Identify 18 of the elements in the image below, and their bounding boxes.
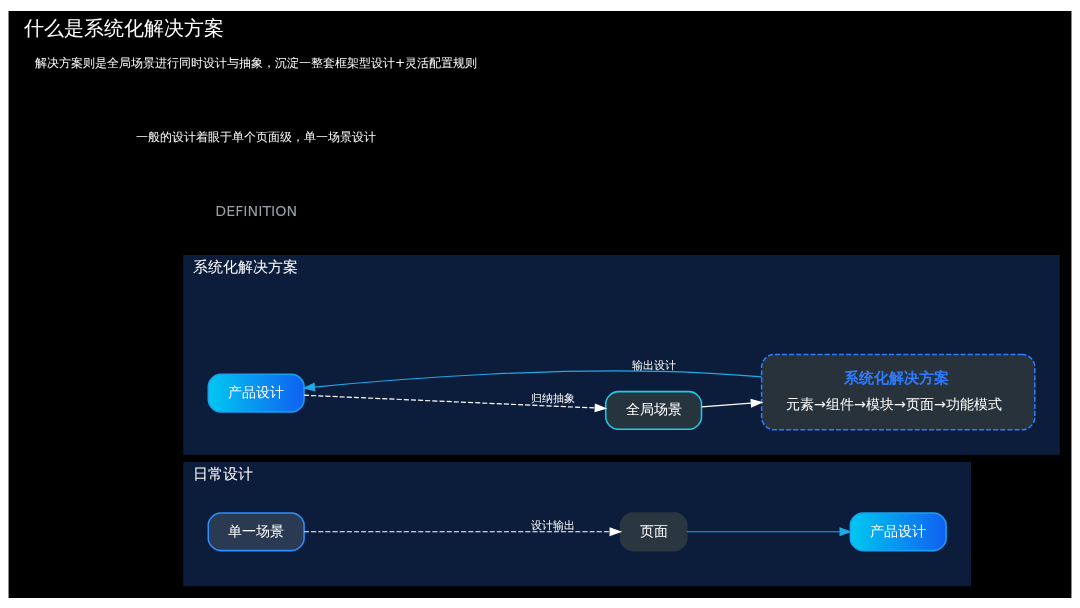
node-box: 单一场景 bbox=[207, 511, 305, 551]
node-box: 全局场景 bbox=[604, 390, 703, 430]
edge-label: 归纳抽象 bbox=[530, 391, 575, 405]
arrow bbox=[302, 369, 763, 391]
edge-label: 输出设计 bbox=[631, 358, 676, 371]
label: 解决方案则是全局场景进行同时设计与抽象，沉淀一整套框架型设计+灵活配置规则 bbox=[35, 55, 478, 70]
label: 一般的设计着眼于单个页面级，单一场景设计 bbox=[136, 129, 377, 144]
node-box: 产品设计 bbox=[849, 511, 947, 551]
node-box: 系统化解决方案 元素→组件→模块→页面→功能模式 bbox=[760, 353, 1036, 431]
arrow bbox=[686, 526, 853, 536]
arrow bbox=[303, 394, 608, 412]
node-box: 产品设计 bbox=[207, 373, 305, 413]
diagram-title: 什么是系统化解决方案 bbox=[24, 15, 225, 40]
arrow bbox=[303, 526, 623, 536]
edge-label: 设计输出 bbox=[530, 518, 575, 531]
label: DEFINITION bbox=[215, 202, 298, 219]
arrow bbox=[701, 398, 764, 408]
node-box: 页面 bbox=[619, 511, 688, 551]
